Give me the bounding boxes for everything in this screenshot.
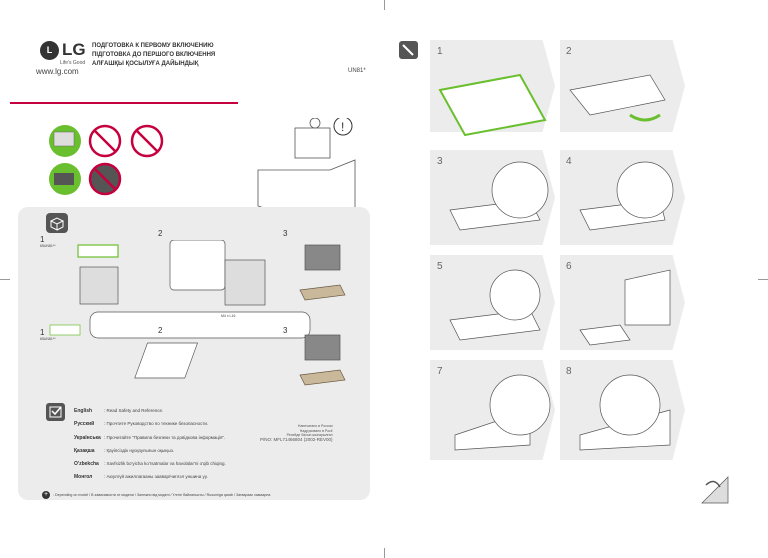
step-model: 65UN81** bbox=[40, 244, 56, 248]
language-label: English bbox=[74, 408, 93, 414]
step-number: 7 bbox=[437, 366, 443, 377]
step-number: 1 bbox=[40, 235, 45, 244]
precaution-illustrations: ! bbox=[49, 118, 356, 208]
language-instruction: : Аюулгүй ажиллагааны заавар/чиглэл унши… bbox=[104, 474, 208, 479]
step-number: 1 bbox=[40, 328, 45, 337]
logo-tagline: Life's Good bbox=[60, 60, 86, 66]
language-label: O'zbekcha bbox=[74, 461, 99, 467]
language-instruction: : Xavfsizlik bo'yicha ko'rsatmalar va ha… bbox=[104, 461, 226, 466]
origin-line: Напечатано в России bbox=[297, 424, 333, 428]
title-kk: АЛҒАШҚЫ ҚОСЫЛУҒА ДАЙЫНДЫҚ bbox=[92, 61, 199, 67]
print-info: Напечатано в России Надруковано в Росії … bbox=[260, 424, 333, 442]
page-turn-icon bbox=[701, 476, 729, 504]
step-number: 2 bbox=[158, 326, 163, 335]
read-manual-icon bbox=[46, 403, 65, 421]
step-number: 5 bbox=[437, 261, 443, 272]
lg-logo: L LG bbox=[40, 40, 86, 60]
step-number: 3 bbox=[437, 156, 443, 167]
origin-line: Ресейде басып шығарылған bbox=[286, 433, 333, 437]
ok-icon bbox=[49, 163, 81, 195]
language-instruction: : Read Safety and Reference. bbox=[104, 408, 164, 413]
unpacking-illustrations bbox=[49, 240, 346, 386]
model-number: UN81* bbox=[348, 68, 366, 74]
divider bbox=[10, 102, 238, 104]
step-number: 2 bbox=[566, 46, 572, 57]
step-number: 6 bbox=[566, 261, 572, 272]
title-uk: ПІДГОТОВКА ДО ПЕРШОГО ВКЛЮЧЕННЯ bbox=[92, 52, 216, 58]
logo-text: LG bbox=[62, 40, 86, 59]
ok-icon bbox=[49, 125, 81, 157]
step-number: 3 bbox=[283, 326, 288, 335]
title-ru: ПОДГОТОВКА К ПЕРВОМУ ВКЛЮЧЕНИЮ bbox=[92, 43, 214, 49]
box-icon bbox=[46, 213, 68, 233]
language-label: Українська bbox=[74, 435, 101, 441]
crop-mark bbox=[758, 279, 768, 280]
part-number: P/NO: MFL71466804 (2002-REV00) bbox=[260, 436, 333, 442]
prohibited-icon bbox=[130, 124, 164, 158]
step-model: 65UN81** bbox=[40, 337, 56, 341]
step-number: 1 bbox=[437, 46, 443, 57]
step-number: 4 bbox=[566, 156, 572, 167]
crop-mark bbox=[384, 548, 385, 558]
step-number: 2 bbox=[158, 229, 163, 238]
footnote-text: : Depending on model / В зависимости от … bbox=[53, 493, 271, 497]
origin-line: Надруковано в Росії bbox=[299, 428, 333, 433]
document-titles: ПОДГОТОВКА К ПЕРВОМУ ВКЛЮЧЕНИЮ ПІДГОТОВК… bbox=[92, 42, 215, 69]
lg-logo-mark: L bbox=[40, 40, 59, 60]
language-label: Русский bbox=[74, 421, 95, 427]
plus-icon: + bbox=[42, 491, 50, 499]
language-instruction: : Прочтите Руководство по технике безопа… bbox=[104, 421, 209, 426]
language-label: Монгол bbox=[74, 474, 93, 480]
screw-label: M4 x L16 bbox=[221, 314, 236, 318]
svg-text:!: ! bbox=[341, 120, 344, 134]
tools-icon bbox=[399, 41, 418, 59]
prohibited-icon bbox=[88, 124, 122, 158]
language-label: Қазақша bbox=[74, 448, 95, 454]
step-number: 3 bbox=[283, 229, 288, 238]
step-number: 8 bbox=[566, 366, 572, 377]
crop-mark bbox=[384, 0, 385, 10]
website: www.lg.com bbox=[36, 67, 79, 76]
tv-box-people-illustration bbox=[257, 118, 356, 208]
language-instruction: : Прочитайте "Правила безпеки та довідко… bbox=[104, 435, 226, 440]
crop-mark bbox=[0, 279, 10, 280]
footnote: + : Depending on model / В зависимости о… bbox=[42, 491, 270, 499]
prohibited-icon bbox=[88, 162, 122, 196]
assembly-illustrations bbox=[438, 73, 674, 451]
language-instruction: : Қауіпсіздік нұсқаулығын оқыңыз. bbox=[104, 448, 175, 453]
warning-icon: ! bbox=[333, 118, 353, 136]
